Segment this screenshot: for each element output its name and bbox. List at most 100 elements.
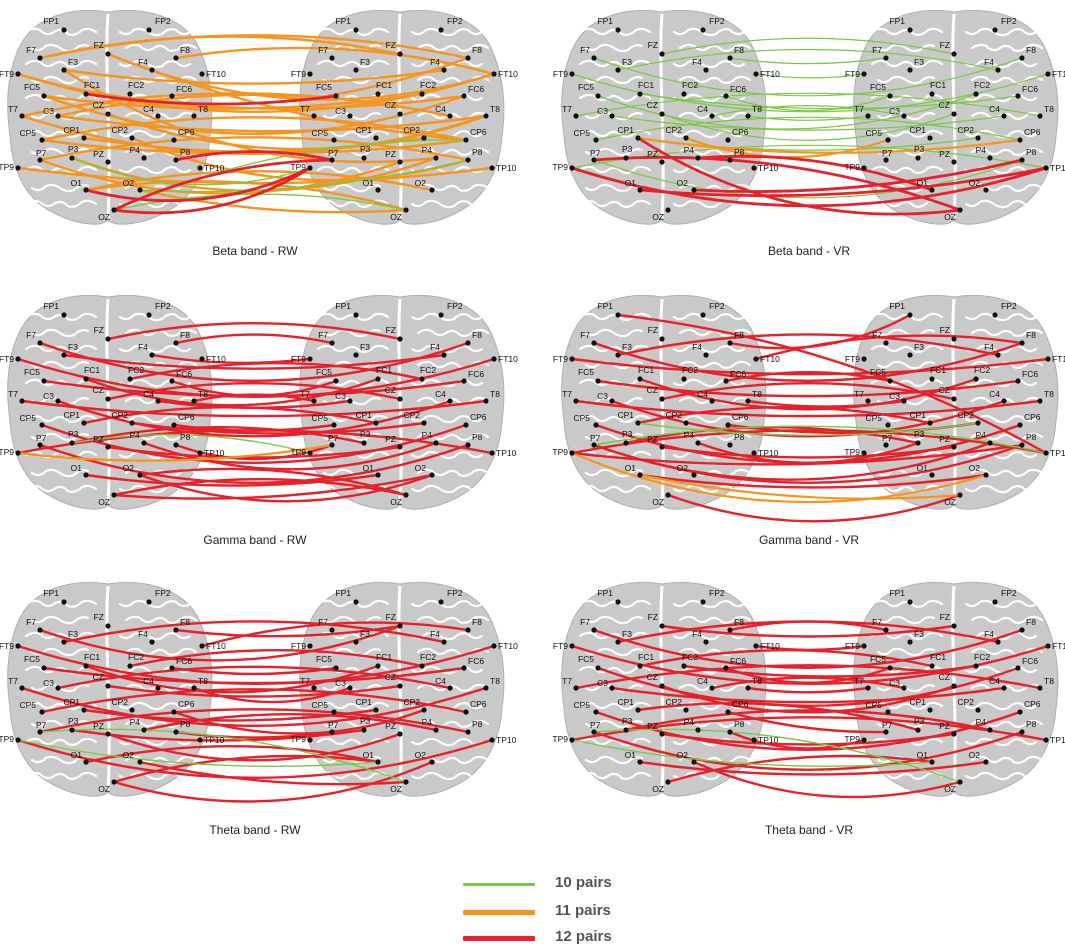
electrode-label-tp9: TP9: [0, 734, 14, 744]
electrode-label-cp5: CP5: [865, 128, 882, 138]
electrode-f8: [465, 627, 471, 633]
electrode-label-ft9: FT9: [845, 354, 860, 364]
electrode-p7: [329, 729, 335, 735]
electrode-label-tp10: TP10: [204, 163, 225, 173]
electrode-label-oz: OZ: [944, 784, 956, 794]
electrode-label-tp9: TP9: [0, 162, 14, 172]
electrode-label-cp5: CP5: [573, 413, 590, 423]
sulcus: [316, 701, 390, 710]
electrode-fz: [397, 623, 403, 629]
electrode-f8: [727, 340, 733, 346]
electrode-label-cp6: CP6: [1024, 412, 1041, 422]
electrode-cz: [659, 683, 665, 689]
electrode-p3: [915, 440, 921, 446]
connection-cp6-p7: [726, 710, 888, 734]
sulcus: [124, 111, 198, 120]
connection-tp9-p7: [16, 443, 334, 462]
electrode-f4: [149, 352, 155, 358]
electrode-c4: [709, 685, 715, 691]
midline-fissure: [951, 298, 957, 504]
electrode-p7: [37, 729, 43, 735]
electrode-label-f4: F4: [692, 342, 702, 352]
electrode-label-pz: PZ: [385, 149, 396, 159]
electrode-label-oz: OZ: [652, 212, 664, 222]
sulcus: [30, 615, 90, 625]
electrode-cp5: [593, 137, 599, 143]
electrode-p8: [465, 442, 471, 448]
electrode-o2: [691, 759, 697, 765]
connection-tp9-o1: [571, 739, 933, 767]
electrode-tp9: [569, 450, 575, 456]
connection-fc6-fc5: [170, 666, 338, 676]
connection-p7-oz: [593, 728, 961, 783]
electrode-tp9: [307, 450, 313, 456]
electrode-label-cp6: CP6: [732, 699, 749, 709]
electrode-label-cp1: CP1: [617, 697, 634, 707]
electrode-ft9: [569, 356, 575, 362]
sulcus: [672, 312, 746, 322]
electrode-label-f7: F7: [872, 617, 882, 627]
panel-caption: Beta band - RW: [212, 244, 298, 258]
electrode-label-fc6: FC6: [468, 656, 484, 666]
electrode-fc2: [681, 376, 687, 382]
electrode-p3: [69, 155, 75, 161]
electrode-label-ft10: FT10: [498, 354, 518, 364]
electrode-label-p8: P8: [180, 432, 191, 442]
panel-caption: Beta band - VR: [768, 244, 850, 258]
sulcus: [672, 599, 746, 609]
electrode-label-fz: FZ: [94, 612, 104, 622]
electrode-t8: [191, 398, 197, 404]
electrode-label-fc2: FC2: [682, 365, 698, 375]
connection-cp6-cp2: [172, 708, 426, 735]
electrode-label-ft10: FT10: [206, 641, 226, 651]
electrode-fc6: [169, 93, 175, 99]
electrode-label-o1: O1: [917, 463, 929, 473]
electrode-label-ft9: FT9: [291, 354, 306, 364]
electrode-label-fc6: FC6: [730, 84, 746, 94]
electrode-tp10: [1043, 450, 1049, 456]
panel-caption: Theta band - RW: [209, 823, 301, 837]
electrode-p3: [915, 727, 921, 733]
electrode-label-t7: T7: [562, 389, 572, 399]
electrode-t7: [311, 685, 317, 691]
electrode-label-cp2: CP2: [111, 410, 128, 420]
electrode-label-cp6: CP6: [732, 412, 749, 422]
electrode-label-fp1: FP1: [889, 16, 905, 26]
connection-fc1-fc1: [84, 664, 380, 694]
connection-fc1-fc1: [638, 649, 934, 668]
electrode-label-p7: P7: [590, 148, 601, 158]
sulcus: [316, 599, 390, 608]
electrode-fp2: [700, 312, 706, 318]
electrode-label-ft10: FT10: [206, 69, 226, 79]
connection-f3-f4: [62, 620, 446, 644]
sulcus: [24, 312, 98, 321]
electrode-label-p8: P8: [1026, 719, 1037, 729]
electrode-ft9: [569, 643, 575, 649]
electrode-fp1: [353, 312, 359, 318]
sulcus: [316, 129, 390, 138]
electrode-ft9: [861, 71, 867, 77]
electrode-label-fz: FZ: [386, 325, 396, 335]
electrode-f4: [995, 639, 1001, 645]
electrode-p7: [37, 157, 43, 163]
electrode-label-f3: F3: [622, 342, 632, 352]
electrode-o2: [429, 187, 435, 193]
electrode-cp5: [331, 137, 337, 143]
electrode-label-p8: P8: [734, 719, 745, 729]
electrode-label-c3: C3: [597, 106, 608, 116]
electrode-ft10: [199, 356, 205, 362]
electrode-tp10: [197, 450, 203, 456]
electrode-label-fz: FZ: [386, 612, 396, 622]
electrode-label-fp2: FP2: [709, 16, 725, 26]
electrode-label-fc1: FC1: [376, 365, 392, 375]
sulcus: [410, 484, 484, 494]
electrode-label-f4: F4: [138, 342, 148, 352]
electrode-label-cp5: CP5: [19, 413, 36, 423]
electrode-label-t7: T7: [300, 389, 310, 399]
legend-item-10-pairs: 10 pairs: [463, 872, 703, 896]
electrode-p8: [727, 442, 733, 448]
electrode-o2: [983, 187, 989, 193]
sulcus: [870, 344, 944, 353]
electrode-f4: [149, 639, 155, 645]
